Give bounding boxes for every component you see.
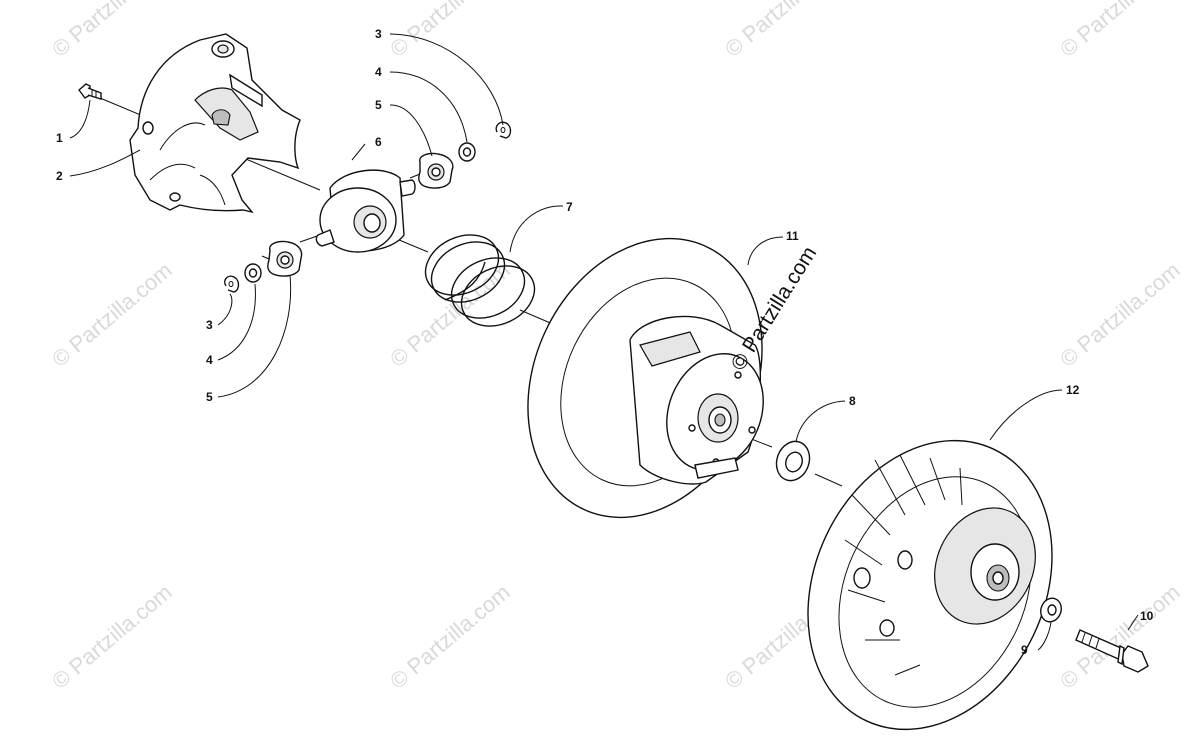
callout-3: 3	[206, 318, 213, 332]
callout-12: 12	[1066, 383, 1080, 397]
watermark: © Partzilla.com	[720, 0, 850, 62]
spring	[424, 234, 536, 327]
watermark: © Partzilla.com	[385, 0, 515, 62]
callout-3: 3	[375, 27, 382, 41]
watermark: © Partzilla.com	[47, 0, 177, 62]
washer-large	[775, 440, 811, 482]
callout-10: 10	[1140, 609, 1154, 623]
movable-sheave	[807, 439, 1053, 731]
screw	[78, 83, 102, 100]
callout-9: 9	[1021, 643, 1028, 657]
watermark: © Partzilla.com	[1055, 579, 1185, 693]
stationary-sheave	[527, 237, 764, 519]
callout-4: 4	[206, 353, 213, 367]
callout-6: 6	[375, 135, 382, 149]
washer-lower	[244, 263, 262, 283]
callout-5: 5	[375, 98, 382, 112]
cam-cover	[129, 33, 301, 214]
watermark: © Partzilla.com	[385, 579, 515, 693]
callouts: 1 2 3 4 5 6 7 3 4 5 11 8 12 9 10	[56, 27, 1154, 657]
watermark: © Partzilla.com	[1055, 0, 1185, 62]
roller-upper	[418, 152, 454, 189]
bolt	[1075, 629, 1149, 673]
spider-hub	[315, 169, 416, 253]
e-clip-lower	[224, 275, 240, 293]
washer-small	[1040, 597, 1062, 623]
roller-lower	[267, 240, 303, 277]
watermark: © Partzilla.com	[47, 579, 177, 693]
callout-11: 11	[786, 229, 799, 243]
callout-7: 7	[566, 200, 573, 214]
callout-4: 4	[375, 65, 382, 79]
callout-5: 5	[206, 390, 213, 404]
e-clip-upper	[495, 121, 512, 139]
washer-upper	[458, 142, 476, 162]
callout-2: 2	[56, 169, 63, 183]
callout-8: 8	[849, 394, 856, 408]
watermark: © Partzilla.com	[47, 257, 177, 371]
watermark: © Partzilla.com	[1055, 257, 1185, 371]
callout-1: 1	[56, 131, 63, 145]
leader-lines	[69, 33, 1139, 651]
